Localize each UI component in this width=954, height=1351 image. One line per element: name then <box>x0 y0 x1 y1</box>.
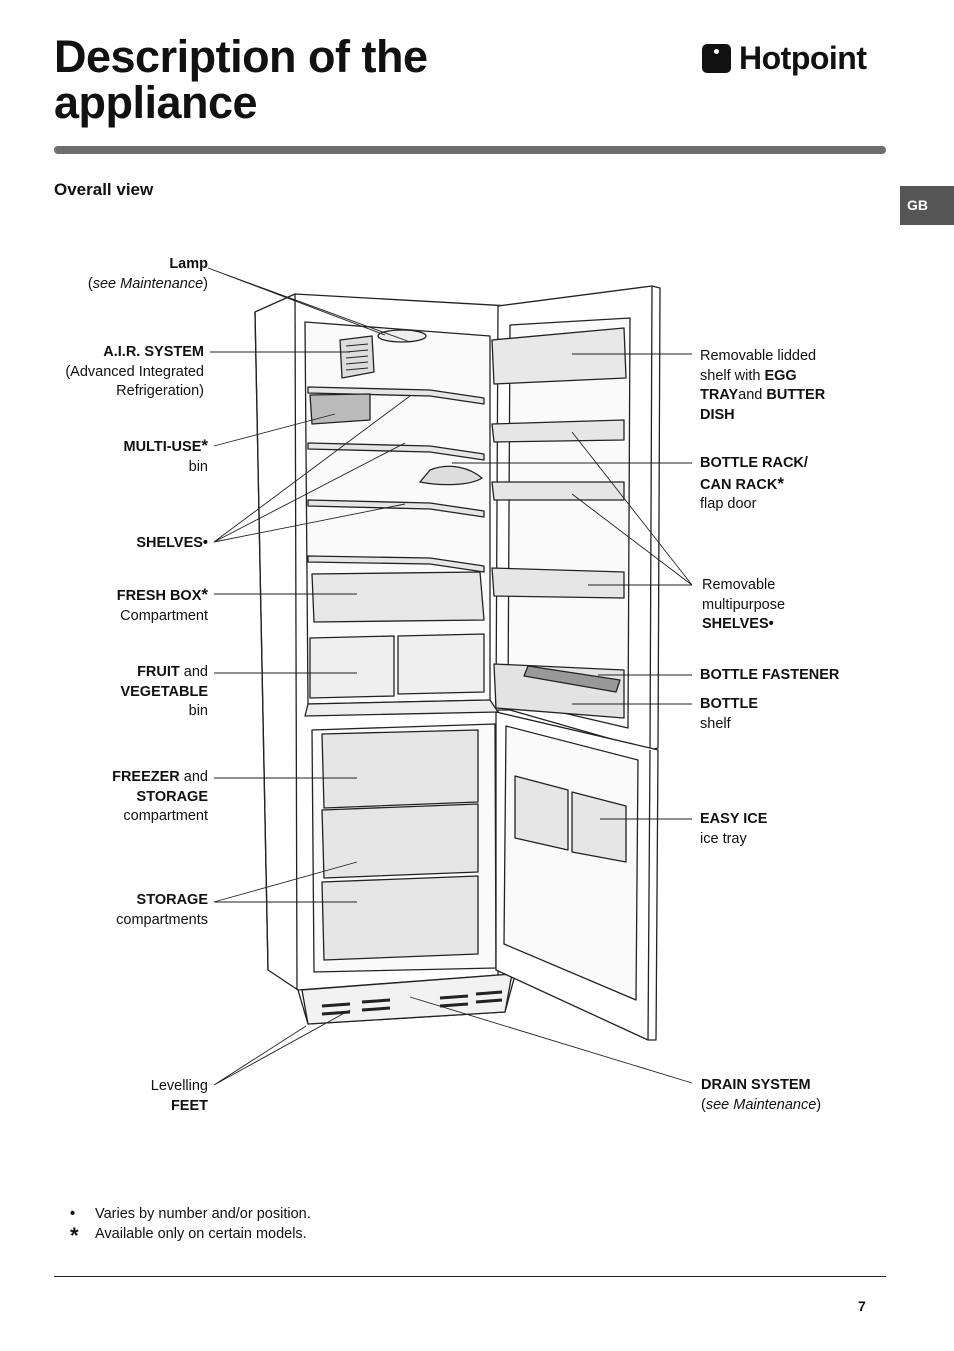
header-rule <box>54 146 886 154</box>
brand-mark-icon <box>702 43 731 73</box>
label-lamp-note: (see Maintenance) <box>87 275 208 292</box>
fresh-box <box>311 571 485 623</box>
footer-rule <box>54 1276 886 1277</box>
label-freezer-storage: FREEZER and STORAGE compartment <box>112 769 208 824</box>
egg-holder <box>419 465 483 486</box>
brand-name: Hotpoint <box>739 39 867 76</box>
label-lamp: Lamp (see Maintenance) <box>40 255 208 294</box>
grille <box>301 973 513 1025</box>
label-lamp-name: Lamp <box>169 256 208 272</box>
label-easy-ice: EASY ICE ice tray <box>700 811 768 847</box>
multi-use-bin <box>309 393 371 425</box>
leader-lines <box>207 267 693 1086</box>
lower-door <box>495 711 659 1041</box>
title-line-2: appliance <box>54 77 258 128</box>
label-air-system: A.I.R. SYSTEM (Advanced Integrated Refri… <box>65 344 204 399</box>
footnotes: •Varies by number and/or position. *Avai… <box>70 1204 311 1248</box>
section-subtitle: Overall view <box>54 180 154 199</box>
label-shelves: SHELVES• <box>136 535 208 551</box>
title-line-1: Description of the <box>54 31 428 82</box>
label-fresh-box: FRESH BOX* Compartment <box>116 585 208 624</box>
label-levelling-feet: Levelling FEET <box>150 1078 208 1114</box>
language-tab[interactable]: GB <box>900 186 954 225</box>
footnote-available: *Available only on certain models. <box>70 1223 307 1248</box>
label-fruit-vegetable-bin: FRUIT and VEGETABLE bin <box>120 664 208 719</box>
freezer-drawers <box>321 729 479 961</box>
label-bottle-fastener: BOTTLE FASTENER <box>700 667 840 683</box>
label-bottle-rack: BOTTLE RACK/ CAN RACK* flap door <box>700 455 808 512</box>
fruit-bins <box>309 633 485 699</box>
upper-door <box>491 285 661 751</box>
footnote-varies: •Varies by number and/or position. <box>70 1206 311 1222</box>
label-storage-compartments: STORAGE compartments <box>116 892 208 928</box>
fridge-shelves <box>307 386 485 573</box>
label-lidded-shelf: Removable lidded shelf with EGG TRAYand … <box>700 348 826 423</box>
page-number: 7 <box>858 1298 866 1314</box>
label-multi-use-bin: MULTI-USE* bin <box>123 436 209 475</box>
brand-logo: Hotpoint <box>702 40 867 76</box>
label-multipurpose-shelves: Removable multipurpose SHELVES• <box>702 577 786 632</box>
label-drain-system: DRAIN SYSTEM (see Maintenance) <box>701 1077 822 1113</box>
label-bottle-shelf: BOTTLE shelf <box>700 696 758 732</box>
page-title: Description of the appliance <box>54 34 428 126</box>
air-system-unit <box>339 329 427 379</box>
